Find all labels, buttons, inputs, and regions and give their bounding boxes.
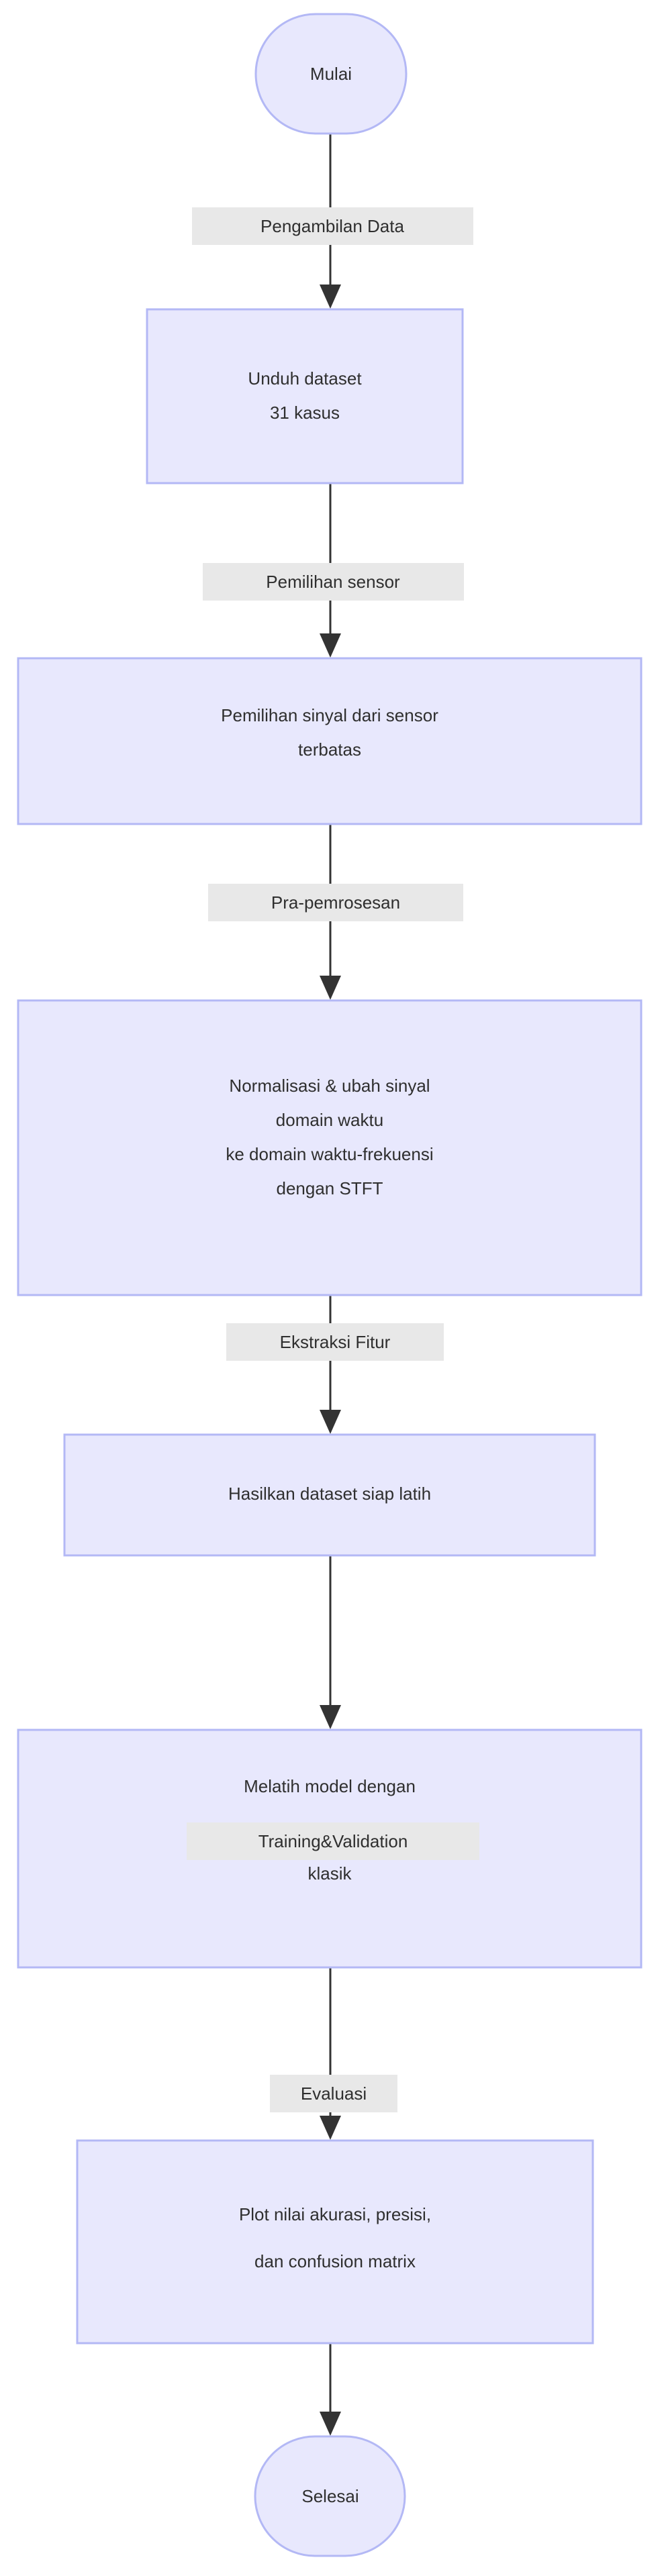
edge-label-text: Training&Validation: [258, 1831, 408, 1851]
edge-label-text: Pra-pemrosesan: [271, 892, 400, 913]
node-mulai-shape: [254, 13, 408, 135]
node-selesai-shape: [254, 2435, 406, 2557]
node-pemilihan-sinyal-label-line2: terbatas: [298, 739, 361, 760]
node-unduh-dataset[interactable]: Unduh dataset 31 kasus: [146, 308, 464, 484]
edge-label-background: [187, 1822, 479, 1860]
node-hasilkan-dataset-shape: [63, 1433, 596, 1557]
arrow-head-icon: [320, 976, 341, 1000]
node-pemilihan-sinyal-shape: [17, 657, 643, 825]
edge-label-pengambilan-data: Pengambilan Data: [192, 207, 473, 245]
edge-plot-to-selesai: [320, 2343, 341, 2436]
edge-label-training-validation: Training&Validation: [187, 1822, 479, 1860]
node-selesai[interactable]: Selesai: [254, 2435, 406, 2557]
node-melatih-model-label-line1: Melatih model dengan: [244, 1776, 416, 1796]
edge-label-text: Pemilihan sensor: [266, 572, 400, 592]
node-normalisasi-stft[interactable]: Normalisasi & ubah sinyal domain waktu k…: [17, 999, 643, 1296]
node-normalisasi-stft-label-line1: Normalisasi & ubah sinyal: [229, 1076, 430, 1096]
edge-label-text: Ekstraksi Fitur: [280, 1332, 391, 1352]
node-hasilkan-dataset[interactable]: Hasilkan dataset siap latih: [63, 1433, 596, 1557]
node-unduh-dataset-label-line1: Unduh dataset: [248, 368, 362, 389]
node-plot-evaluasi-shape: [76, 2139, 594, 2345]
node-plot-evaluasi[interactable]: Plot nilai akurasi, presisi, dan confusi…: [76, 2139, 594, 2345]
node-normalisasi-stft-label-line3: ke domain waktu-frekuensi: [226, 1144, 433, 1164]
node-plot-evaluasi-label-line1: Plot nilai akurasi, presisi,: [239, 2204, 431, 2224]
node-mulai[interactable]: Mulai: [254, 13, 408, 135]
arrow-head-icon: [320, 633, 341, 658]
node-unduh-dataset-label-line2: 31 kasus: [270, 403, 340, 423]
arrow-head-icon: [320, 2116, 341, 2140]
edge-label-background: [270, 2075, 397, 2112]
edge-label-ekstraksi-fitur: Ekstraksi Fitur: [226, 1323, 444, 1361]
node-pemilihan-sinyal[interactable]: Pemilihan sinyal dari sensor terbatas: [17, 657, 643, 825]
node-normalisasi-stft-shape: [17, 999, 643, 1296]
edge-label-text: Evaluasi: [301, 2083, 367, 2104]
arrow-head-icon: [320, 2412, 341, 2436]
edge-normalisasi-to-hasilkan: [320, 1295, 341, 1434]
node-mulai-label: Mulai: [310, 64, 352, 84]
node-pemilihan-sinyal-label-line1: Pemilihan sinyal dari sensor: [221, 705, 438, 725]
edge-label-evaluasi: Evaluasi: [270, 2075, 397, 2112]
node-selesai-label: Selesai: [301, 2486, 359, 2506]
edge-label-background: [192, 207, 473, 245]
node-normalisasi-stft-label-line4: dengan STFT: [277, 1178, 383, 1198]
edge-hasilkan-to-melatih: [320, 1555, 341, 1729]
node-melatih-model-label-line3: klasik: [307, 1863, 352, 1884]
edge-label-background: [203, 563, 464, 601]
arrow-head-icon: [320, 1410, 341, 1434]
arrow-head-icon: [320, 285, 341, 309]
node-hasilkan-dataset-label: Hasilkan dataset siap latih: [228, 1484, 431, 1504]
edge-label-background: [226, 1323, 444, 1361]
node-plot-evaluasi-label-line2: dan confusion matrix: [254, 2251, 416, 2271]
arrow-head-icon: [320, 1705, 341, 1729]
edge-label-pra-pemrosesan: Pra-pemrosesan: [208, 884, 463, 921]
edge-label-background: [208, 884, 463, 921]
edge-label-text: Pengambilan Data: [260, 216, 404, 236]
node-normalisasi-stft-label-line2: domain waktu: [276, 1110, 383, 1130]
edge-label-pemilihan-sensor: Pemilihan sensor: [203, 563, 464, 601]
edge-melatih-to-plot: [320, 1967, 341, 2140]
node-unduh-dataset-shape: [146, 308, 464, 484]
